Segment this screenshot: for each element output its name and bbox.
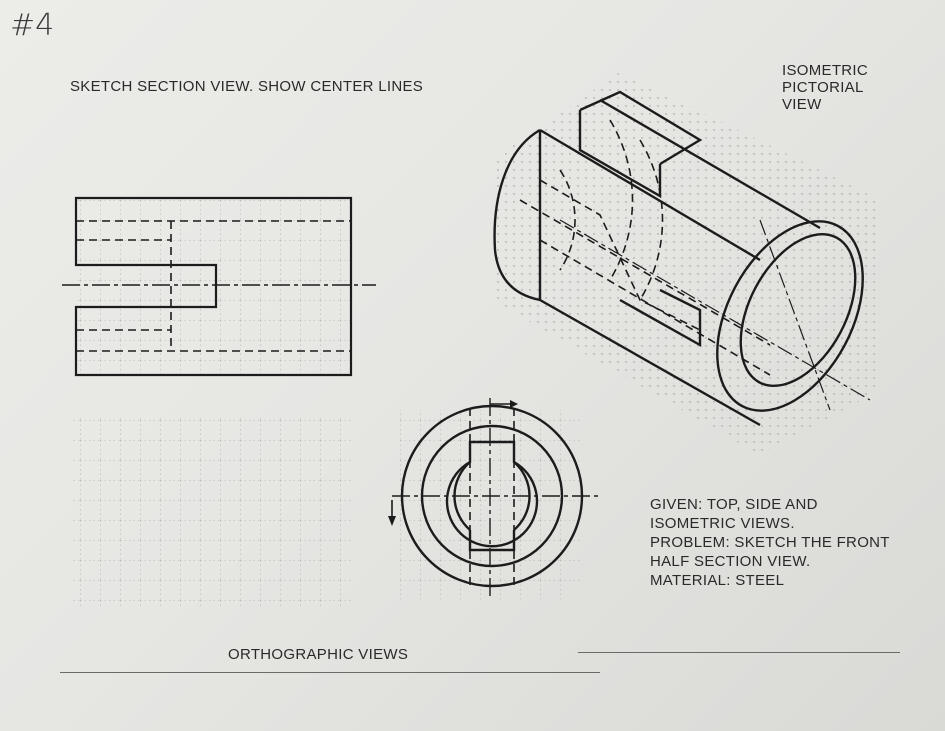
problem-line-5: MATERIAL: STEEL [650, 572, 785, 589]
problem-line-1: GIVEN: TOP, SIDE AND [650, 496, 818, 513]
top-view [62, 196, 376, 377]
iso-label-line-1: ISOMETRIC [782, 62, 869, 79]
iso-label-line-3: VIEW [782, 96, 822, 113]
iso-label-line-2: PICTORIAL [782, 79, 864, 96]
bottom-rule-left [60, 672, 600, 673]
instruction-text: SKETCH SECTION VIEW. SHOW CENTER LINES [70, 78, 424, 95]
isometric-view [492, 72, 880, 455]
page-number: #4 [10, 8, 55, 43]
ortho-label: ORTHOGRAPHIC VIEWS [228, 646, 409, 663]
bottom-rule-right [578, 652, 900, 653]
sketch-grid [73, 418, 353, 608]
problem-line-2: ISOMETRIC VIEWS. [650, 515, 795, 532]
problem-line-4: HALF SECTION VIEW. [650, 553, 811, 570]
side-view [388, 398, 598, 600]
problem-line-3: PROBLEM: SKETCH THE FRONT [650, 534, 890, 551]
